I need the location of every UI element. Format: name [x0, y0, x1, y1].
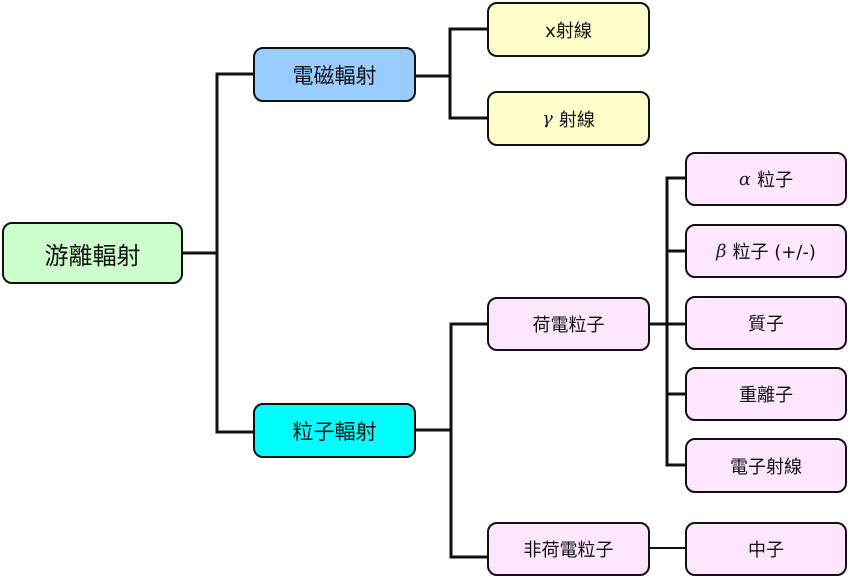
node-beta-particle[interactable]: β 粒子 (+/-)	[685, 224, 847, 278]
node-electromagnetic-radiation[interactable]: 電磁輻射	[253, 47, 416, 102]
node-ionizing-radiation[interactable]: 游離輻射	[2, 222, 183, 284]
node-electron-beam[interactable]: 電子射線	[685, 438, 847, 493]
node-neutron[interactable]: 中子	[685, 522, 847, 576]
node-uncharged-particles[interactable]: 非荷電粒子	[487, 522, 650, 576]
gamma-symbol: γ	[542, 108, 553, 129]
node-label: 射線	[558, 109, 595, 131]
node-label: 電磁輻射	[292, 63, 377, 88]
beta-symbol: β	[716, 240, 727, 262]
node-label: 粒子 (+/-)	[732, 242, 816, 263]
node-label: 電子射線	[730, 456, 802, 478]
node-label: 游離輻射	[44, 241, 141, 270]
node-label: 重離子	[739, 385, 793, 406]
alpha-symbol: α	[738, 168, 752, 190]
node-label: x射線	[545, 20, 592, 42]
node-label: 粒子輻射	[292, 419, 377, 444]
node-alpha-particle[interactable]: α 粒子	[685, 152, 847, 206]
node-particle-radiation[interactable]: 粒子輻射	[253, 403, 416, 458]
node-heavy-ion[interactable]: 重離子	[685, 367, 847, 421]
node-label: 中子	[748, 540, 784, 561]
node-label: 粒子	[757, 170, 794, 191]
node-label: 質子	[748, 314, 784, 335]
node-charged-particles[interactable]: 荷電粒子	[487, 297, 650, 351]
node-gamma-ray[interactable]: γ 射線	[487, 91, 650, 146]
node-label: 非荷電粒子	[523, 540, 614, 561]
node-proton[interactable]: 質子	[685, 296, 847, 350]
node-label: 荷電粒子	[532, 315, 605, 336]
node-x-ray[interactable]: x射線	[487, 2, 650, 57]
